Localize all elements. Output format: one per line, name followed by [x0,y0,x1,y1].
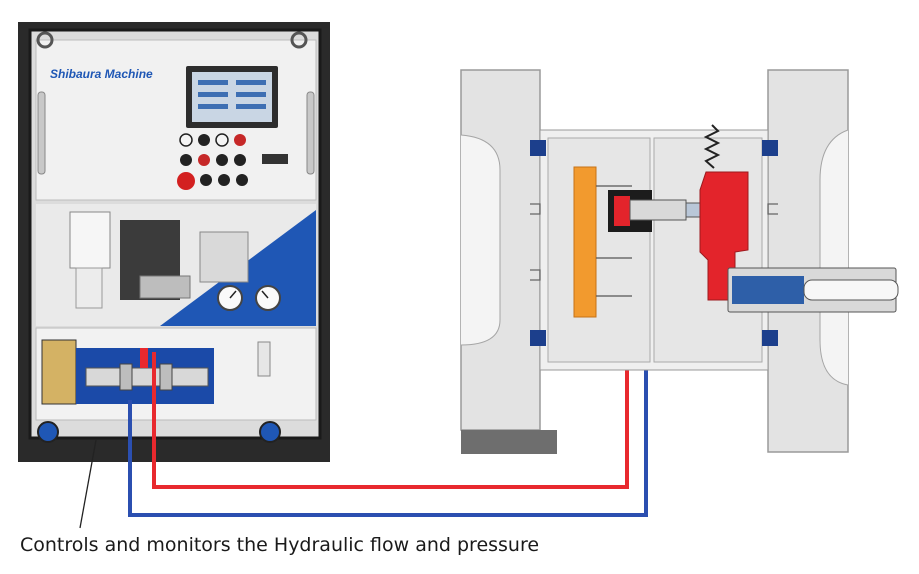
mold-cross-section [460,69,899,454]
caster-icon [37,421,59,443]
caption-pointer [79,439,97,529]
touch-screen [186,66,278,128]
slide-core [699,171,749,301]
lifting-eye-icon [290,31,308,49]
injection-nozzle [727,267,899,313]
control-buttons [177,133,288,190]
brand-logo: Shibaura Machine [50,67,153,81]
hydraulic-power-unit: Shibaura Machine [18,22,330,462]
emergency-stop-icon [177,172,195,190]
lifting-eye-icon [36,31,54,49]
caption: Controls and monitors the Hydraulic flow… [20,534,540,556]
servo-valve-manifold [41,339,214,405]
hydraulic-cylinder [608,190,711,232]
spring-icon [703,124,721,169]
caster-icon [259,421,281,443]
clamp-blocks [530,140,778,346]
cavity-insert [573,166,597,318]
platen-base [461,430,557,454]
